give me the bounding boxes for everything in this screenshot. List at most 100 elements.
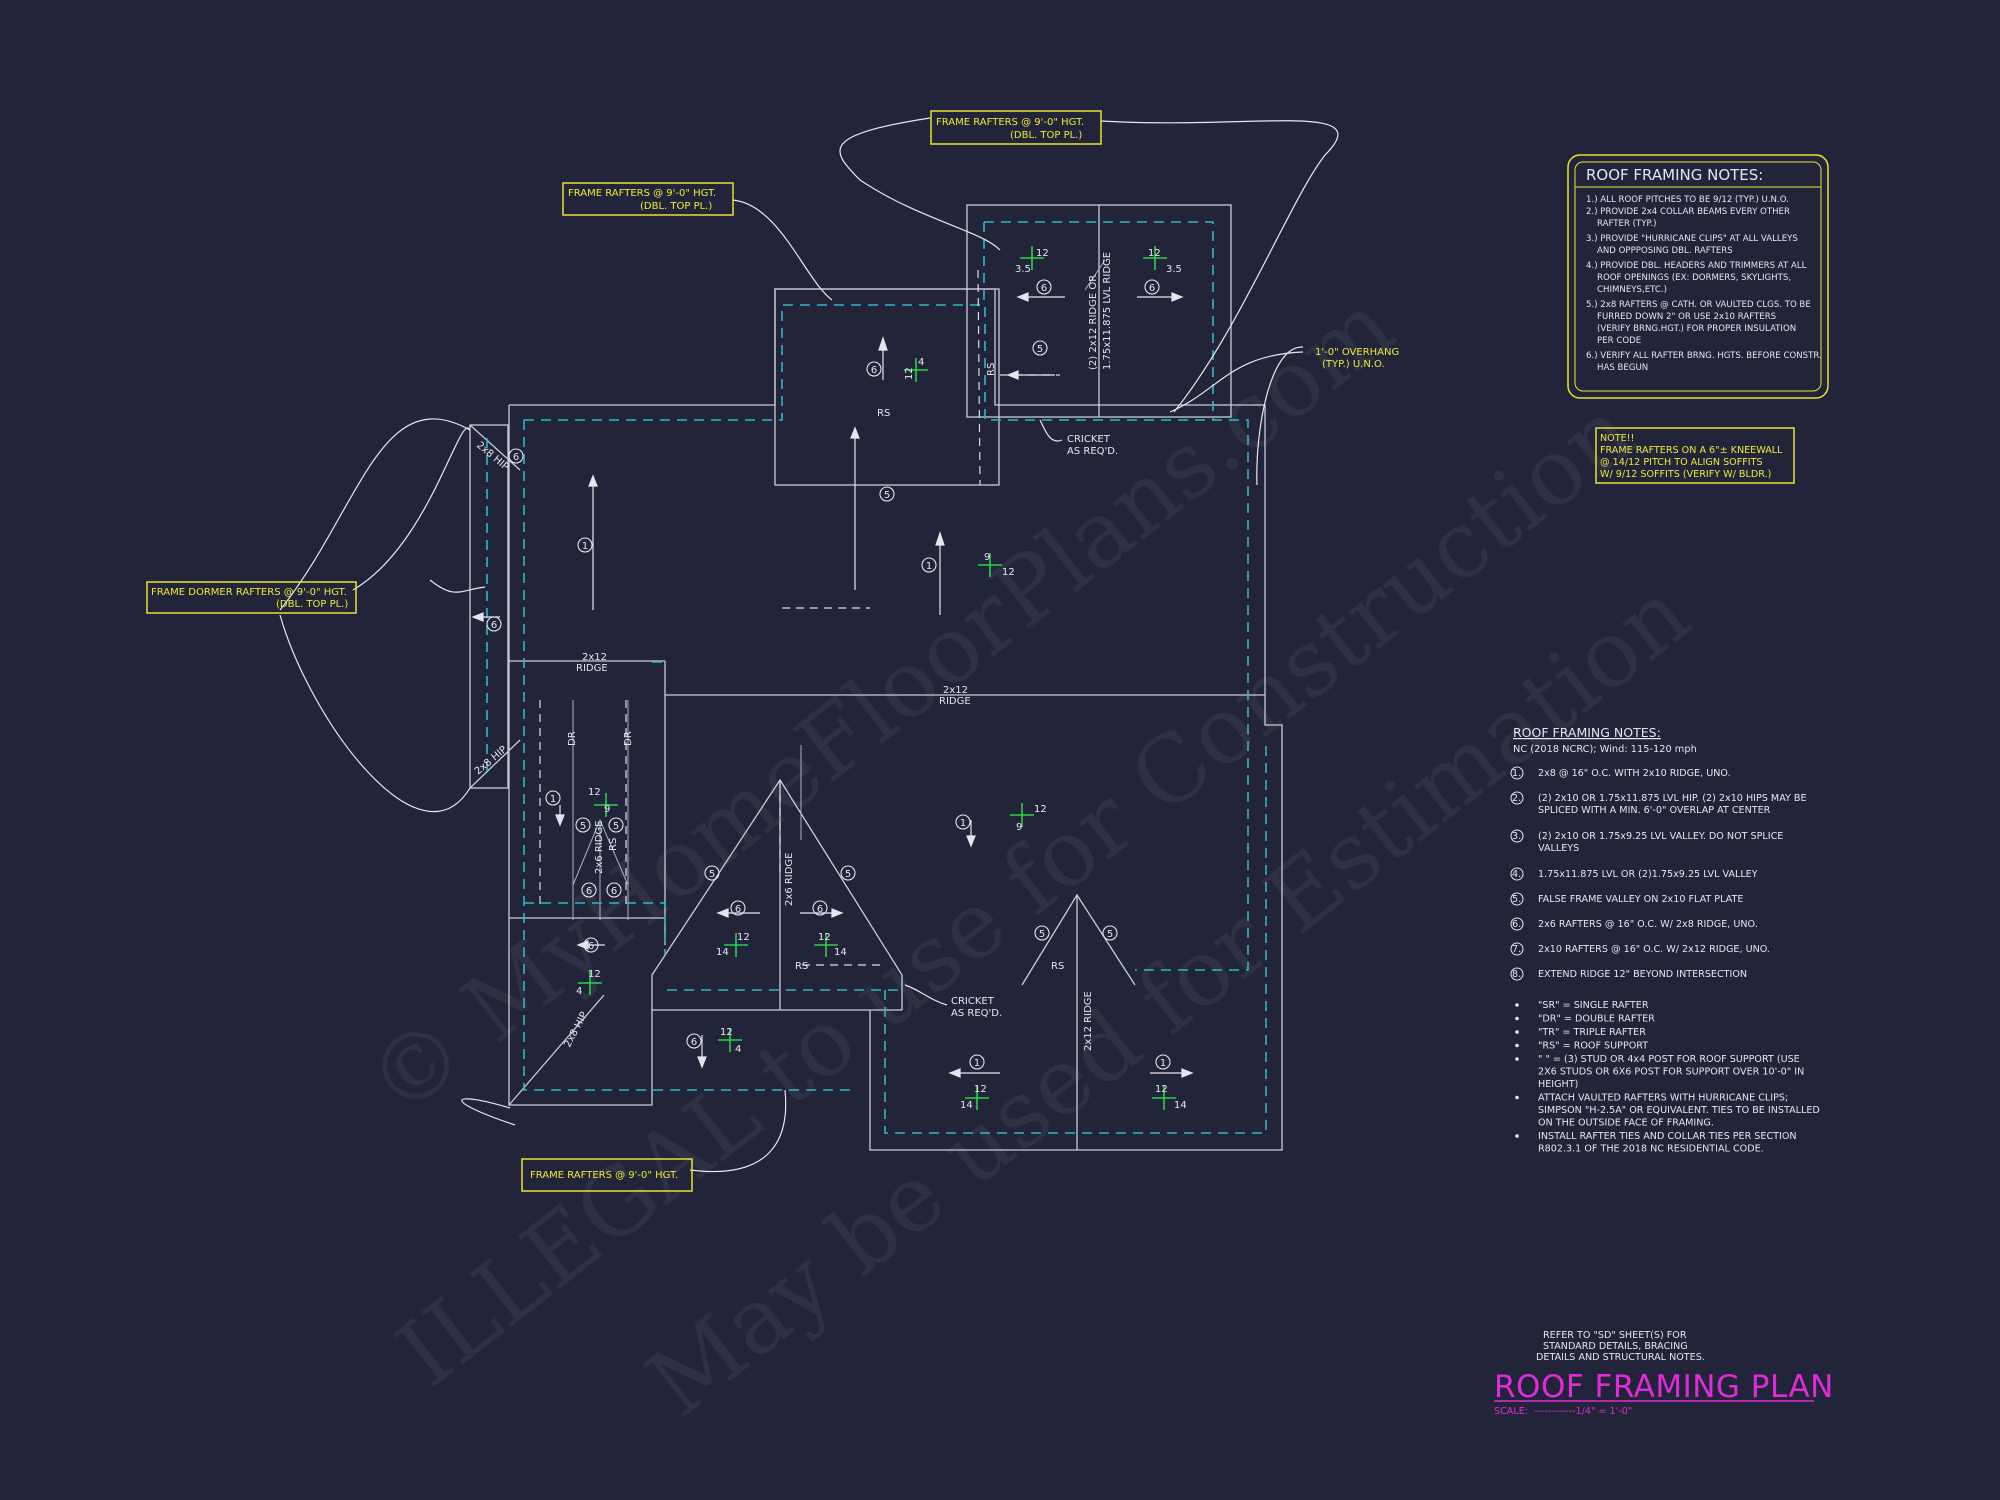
bubble-1: 1	[955, 814, 971, 830]
legend-bullet-text: ON THE OUTSIDE FACE OF FRAMING.	[1538, 1118, 1714, 1129]
legend-item-text: 2x8 @ 16" O.C. WITH 2x10 RIDGE, UNO.	[1538, 768, 1731, 779]
watermark-line-3: May be used for Estimation	[628, 560, 1709, 1438]
bullet-dot	[1515, 1003, 1519, 1007]
refer-note: REFER TO "SD" SHEET(S) FOR STANDARD DETA…	[1536, 1330, 1705, 1363]
bubble-6: 6	[583, 937, 599, 953]
notes-box-title: ROOF FRAMING NOTES:	[1586, 166, 1763, 184]
pitch-rise: 4	[735, 1044, 741, 1055]
svg-text:5: 5	[709, 869, 715, 880]
legend-number-bubble	[1510, 791, 1524, 805]
legend-number-bubble	[1510, 892, 1524, 906]
ridge-left-label: RIDGE	[576, 663, 608, 674]
roof-support-label: RS	[877, 408, 890, 419]
legend-number: 1.	[1512, 768, 1521, 779]
ridge-left-size: 2x12	[582, 652, 607, 663]
svg-text:4.) PROVIDE DBL. HEADERS AND T: 4.) PROVIDE DBL. HEADERS AND TRIMMERS AT…	[1586, 261, 1807, 271]
legend-number: 2.	[1512, 793, 1521, 804]
bubble-1: 1	[545, 790, 561, 806]
svg-text:PER CODE: PER CODE	[1597, 336, 1641, 346]
svg-text:6: 6	[1149, 283, 1155, 294]
overhang-text: 1'-0" OVERHANG	[1315, 347, 1399, 358]
svg-text:5: 5	[1107, 929, 1113, 940]
kneewall-note: NOTE!! FRAME RAFTERS ON A 6"± KNEEWALL @…	[1595, 427, 1795, 484]
bubble-1: 1	[921, 557, 937, 573]
svg-text:ROOF OPENINGS (EX: DORMERS, SK: ROOF OPENINGS (EX: DORMERS, SKYLIGHTS,	[1597, 273, 1791, 283]
legend-item-text: (2) 2x10 OR 1.75x9.25 LVL VALLEY. DO NOT…	[1538, 831, 1783, 842]
bubble-1: 1	[969, 1054, 985, 1070]
pitch-rise: 14	[1174, 1100, 1187, 1111]
eave-lines	[486, 221, 1267, 1134]
svg-text:AS REQ'D.: AS REQ'D.	[1067, 446, 1118, 457]
pitch-rise: 3.5	[1166, 264, 1182, 275]
legend-item: 1. 2x8 @ 16" O.C. WITH 2x10 RIDGE, UNO.	[1510, 766, 1731, 780]
callout-text: (DBL. TOP PL.)	[1010, 130, 1082, 141]
legend-bullet: "SR" = SINGLE RAFTER	[1515, 1000, 1649, 1011]
legend: ROOF FRAMING NOTES: NC (2018 NCRC); Wind…	[1510, 725, 1820, 1155]
callout-top-center: FRAME RAFTERS @ 9'-0" HGT. (DBL. TOP PL.…	[930, 110, 1102, 145]
bubble-5: 5	[1102, 925, 1118, 941]
ridge-2x12-vertical: 2x12 RIDGE	[1083, 991, 1094, 1051]
legend-bullet-text: 2X6 STUDS OR 6X6 POST FOR SUPPORT OVER 1…	[1538, 1067, 1804, 1078]
bubble-6: 6	[581, 882, 597, 898]
legend-bullet-text: "RS" = ROOF SUPPORT	[1538, 1041, 1648, 1052]
callout-text: FRAME DORMER RAFTERS @ 9'-0" HGT.	[151, 587, 347, 598]
pitch-rise: 14	[834, 947, 847, 958]
svg-text:6.) VERIFY ALL RAFTER BRNG. HG: 6.) VERIFY ALL RAFTER BRNG. HGTS. BEFORE…	[1586, 351, 1822, 361]
bullet-dot	[1515, 1016, 1519, 1021]
legend-items: 1. 2x8 @ 16" O.C. WITH 2x10 RIDGE, UNO. 2.…	[1510, 766, 1820, 1155]
legend-item-text: 1.75x11.875 LVL OR (2)1.75x9.25 LVL VALL…	[1538, 869, 1758, 880]
ridge-label-vertical: (2) 2x12 RIDGE OR	[1088, 275, 1099, 370]
svg-text:5: 5	[1039, 929, 1045, 940]
svg-text:6: 6	[588, 941, 594, 952]
legend-bullet: " " = (3) STUD OR 4x4 POST FOR ROOF SUPP…	[1515, 1054, 1804, 1090]
svg-text:1: 1	[926, 561, 932, 572]
ridge-main-label: RIDGE	[939, 696, 971, 707]
legend-item-text: FALSE FRAME VALLEY ON 2x10 FLAT PLATE	[1538, 894, 1743, 905]
bullet-dot	[1515, 1095, 1519, 1100]
svg-text:6: 6	[611, 886, 617, 897]
svg-text:6: 6	[1041, 283, 1047, 294]
plan-outline	[469, 204, 1283, 1151]
double-rafter-label: DR	[567, 731, 578, 746]
legend-item-text: EXTEND RIDGE 12" BEYOND INTERSECTION	[1538, 969, 1747, 980]
svg-text:5.) 2x8 RAFTERS @ CATH. OR VAU: 5.) 2x8 RAFTERS @ CATH. OR VAULTED CLGS.…	[1586, 300, 1811, 310]
callout-dormer: FRAME DORMER RAFTERS @ 9'-0" HGT. (DBL. …	[146, 581, 357, 614]
svg-text:6: 6	[491, 620, 497, 631]
hip-label: 2x8 HIP	[473, 744, 509, 777]
bullet-dot	[1515, 1134, 1519, 1138]
svg-text:6: 6	[513, 452, 519, 463]
bullet-dot	[1515, 1057, 1519, 1061]
svg-text:(VERIFY BRNG.HGT.) FOR PROPER: (VERIFY BRNG.HGT.) FOR PROPER INSULATION	[1597, 324, 1796, 334]
legend-number-bubble	[1510, 942, 1524, 956]
svg-text:6: 6	[691, 1037, 697, 1048]
double-rafter-label: DR	[623, 731, 634, 746]
callout-text: FRAME RAFTERS @ 9'-0" HGT.	[936, 117, 1084, 128]
svg-text:1.) ALL ROOF PITCHES TO BE 9/1: 1.) ALL ROOF PITCHES TO BE 9/12 (TYP.) U…	[1586, 195, 1789, 205]
legend-bullet: ATTACH VAULTED RAFTERS WITH HURRICANE CL…	[1515, 1093, 1820, 1129]
roof-support-label: RS	[1051, 961, 1064, 972]
pitch-rise: 14	[716, 947, 729, 958]
pitch-rise: 9	[604, 804, 610, 815]
legend-number: 4.	[1512, 869, 1521, 880]
svg-text:5: 5	[580, 821, 586, 832]
pitch-run: 12	[1002, 567, 1015, 578]
legend-subtitle: NC (2018 NCRC); Wind: 115-120 mph	[1513, 744, 1697, 755]
svg-text:1: 1	[960, 818, 966, 829]
legend-number: 5.	[1512, 894, 1521, 905]
legend-bullet-text: SIMPSON "H-2.5A" OR EQUIVALENT. TIES TO …	[1538, 1105, 1820, 1116]
bubble-5: 5	[1032, 340, 1048, 356]
legend-item: 8.EXTEND RIDGE 12" BEYOND INTERSECTION	[1510, 967, 1747, 981]
legend-number: 3.	[1512, 831, 1521, 842]
bubble-6: 6	[686, 1033, 702, 1049]
pitch-run: 12	[1034, 804, 1047, 815]
pitch-run: 12	[1155, 1084, 1168, 1095]
pitch-rise: 9	[984, 552, 990, 563]
bubble-5: 5	[704, 865, 720, 881]
bullet-dot	[1515, 1043, 1519, 1048]
svg-text:5: 5	[1037, 344, 1043, 355]
legend-bullet-text: "DR" = DOUBLE RAFTER	[1538, 1014, 1655, 1025]
ridge-label-vertical-2: 1.75x11.875 LVL RIDGE	[1102, 252, 1113, 370]
notes-box-lines: 1.) ALL ROOF PITCHES TO BE 9/12 (TYP.) U…	[1586, 195, 1822, 373]
legend-number-bubble	[1510, 867, 1524, 881]
